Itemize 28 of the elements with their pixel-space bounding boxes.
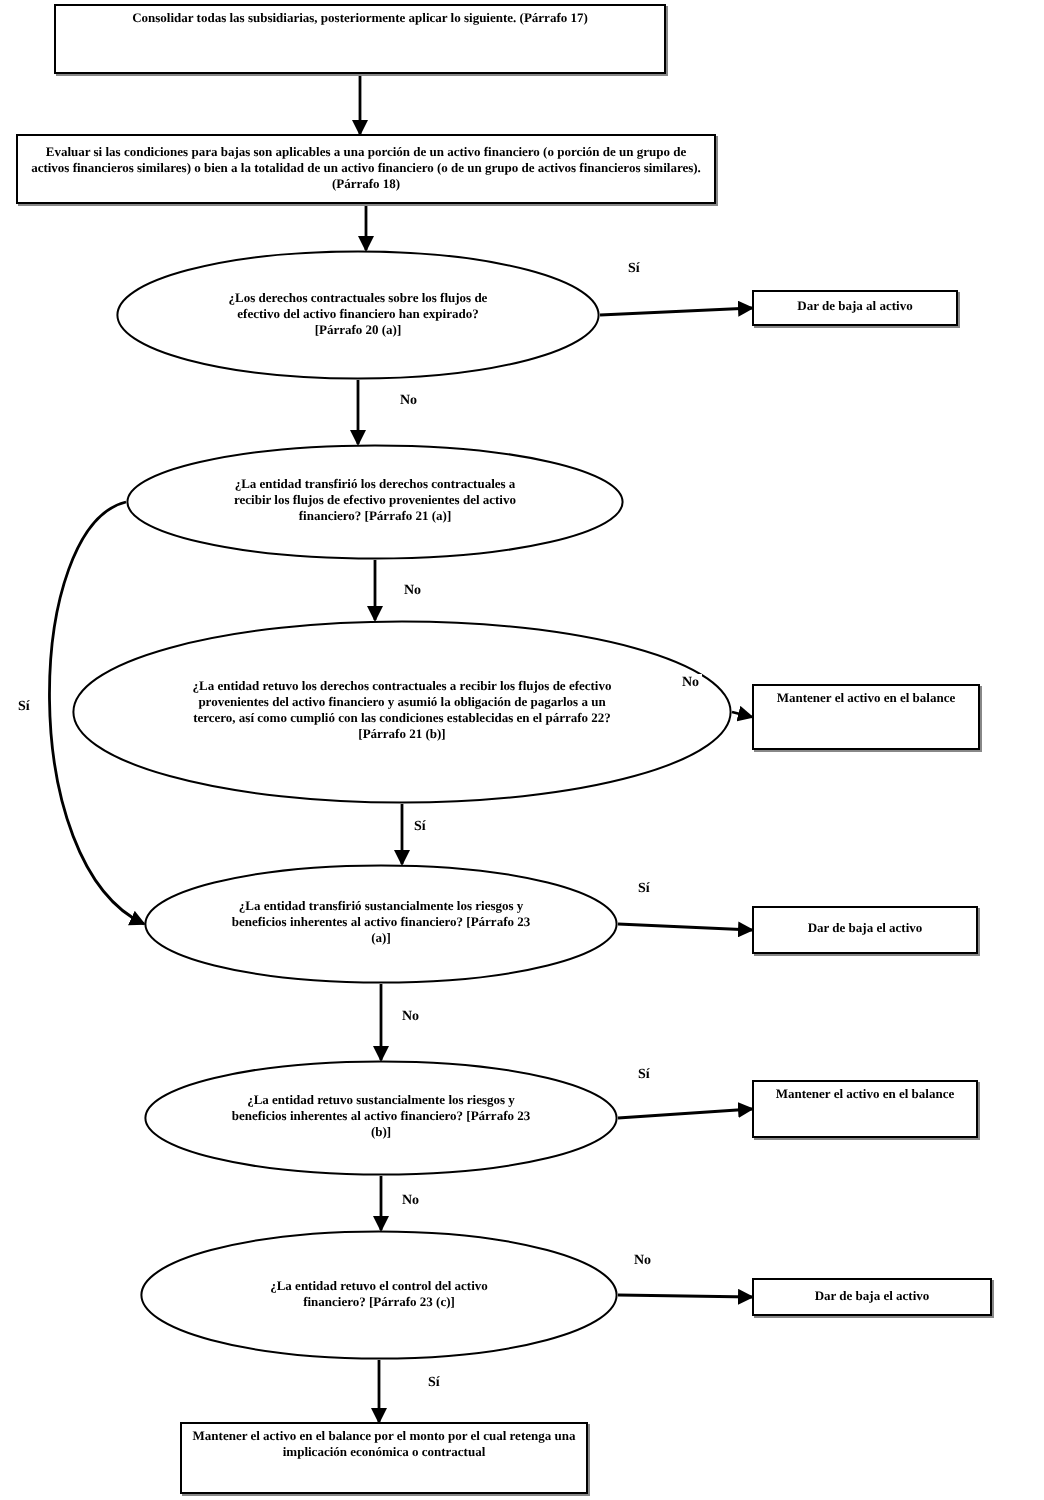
process-box [752,1080,978,1138]
decision-ellipse [126,444,624,560]
arrow [617,1101,754,1120]
arrow [371,1360,387,1424]
process-box [752,1278,992,1316]
decision-ellipse [116,250,600,380]
arrow [394,804,410,866]
process-box [54,4,666,74]
process-box [752,290,958,326]
decision-ellipse [144,1060,618,1176]
arrow [731,705,754,722]
process-box [752,684,980,750]
process-box [180,1422,588,1494]
arrow [352,74,368,136]
arrow [358,204,374,252]
arrow [618,1288,754,1305]
arrow [617,921,754,938]
arrow [350,380,366,446]
arrow [599,300,754,317]
decision-ellipse [140,1230,618,1360]
decision-ellipse [144,864,618,984]
process-box [16,134,716,204]
decision-ellipse [72,620,732,804]
arrow [48,500,146,926]
arrow [373,1176,389,1232]
arrow [367,560,383,622]
process-box [752,906,978,954]
arrow [373,984,389,1062]
